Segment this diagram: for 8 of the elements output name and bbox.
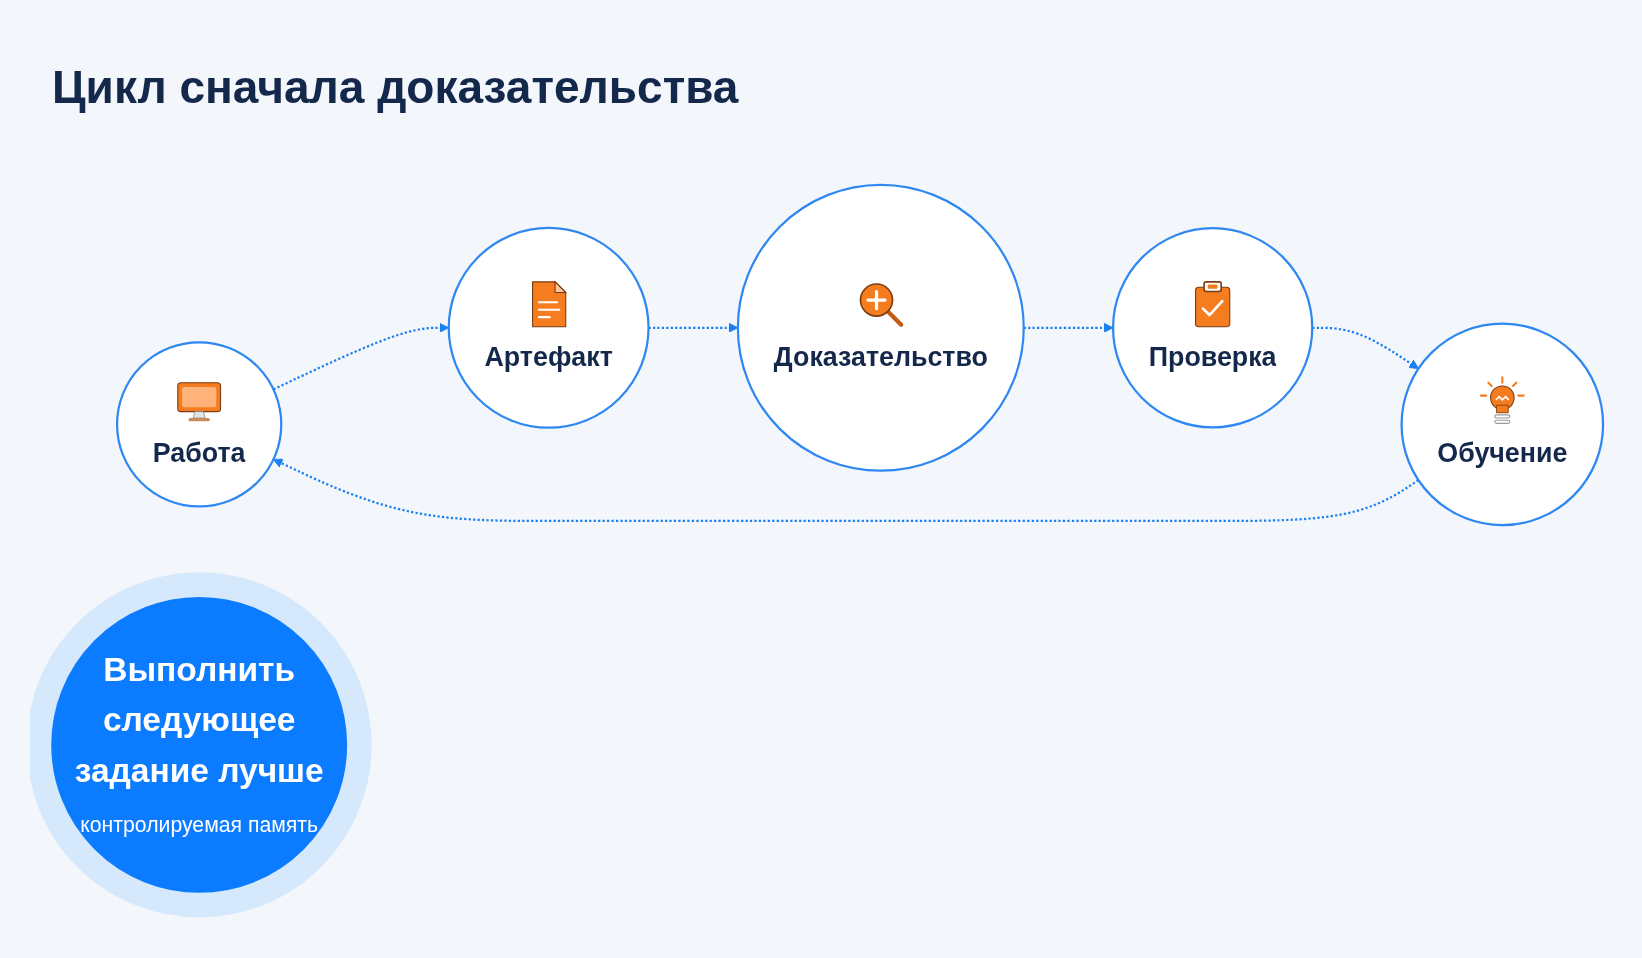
node-circle: Проверка [1111,227,1314,429]
node-circle: Обучение [1400,322,1605,527]
node-circle: Выполнить следующее задание лучше контролируемая память [30,572,372,918]
node-circle: Артефакт [447,226,650,429]
title: Цикл сначала доказательства [52,60,739,114]
arrow [273,458,1420,523]
node-circle: Работа [115,341,283,508]
node-circle: Доказательство [736,183,1025,472]
